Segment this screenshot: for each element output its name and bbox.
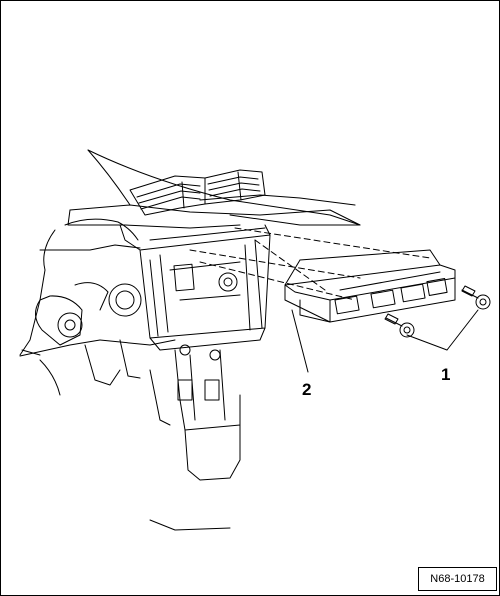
dashboard-outline <box>19 149 361 357</box>
center-console-frame <box>119 224 271 531</box>
screw-icon <box>461 285 491 310</box>
installation-guide-lines <box>189 227 431 301</box>
control-unit <box>284 249 456 323</box>
leader-lines <box>291 309 479 373</box>
callout-screws: 1 <box>441 365 451 384</box>
steering-column-area <box>21 282 176 426</box>
center-air-vents <box>129 169 266 216</box>
screw-icon <box>384 313 415 338</box>
callout-control-unit: 2 <box>302 380 312 399</box>
reference-number: N68-10178 <box>418 567 497 591</box>
